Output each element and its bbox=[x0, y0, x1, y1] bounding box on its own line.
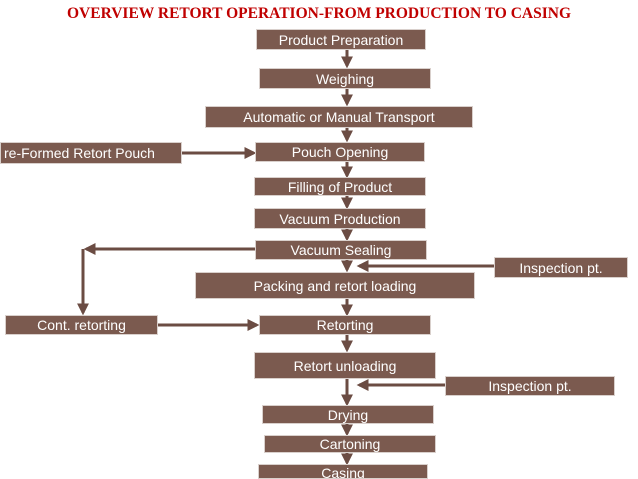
step-retort-unloading: Retort unloading bbox=[254, 352, 436, 379]
step-retorting: Retorting bbox=[259, 315, 431, 335]
step-casing: Casing bbox=[258, 464, 428, 479]
input-cont-retorting: Cont. retorting bbox=[5, 315, 158, 335]
step-weighing: Weighing bbox=[259, 68, 431, 89]
step-packing-retort-loading: Packing and retort loading bbox=[195, 272, 475, 299]
step-product-preparation: Product Preparation bbox=[256, 29, 426, 50]
step-vacuum-production: Vacuum Production bbox=[254, 208, 426, 229]
page-title: OVERVIEW RETORT OPERATION-FROM PRODUCTIO… bbox=[66, 5, 572, 22]
step-transport: Automatic or Manual Transport bbox=[205, 106, 473, 128]
step-pouch-opening: Pouch Opening bbox=[255, 142, 425, 162]
step-cartoning: Cartoning bbox=[264, 435, 436, 453]
step-vacuum-sealing: Vacuum Sealing bbox=[255, 240, 427, 260]
step-drying: Drying bbox=[262, 405, 434, 424]
step-filling: Filling of Product bbox=[254, 177, 426, 196]
input-inspection-point-1: Inspection pt. bbox=[494, 257, 628, 278]
input-preformed-pouch: re-Formed Retort Pouch bbox=[0, 142, 182, 164]
input-inspection-point-2: Inspection pt. bbox=[445, 376, 615, 396]
